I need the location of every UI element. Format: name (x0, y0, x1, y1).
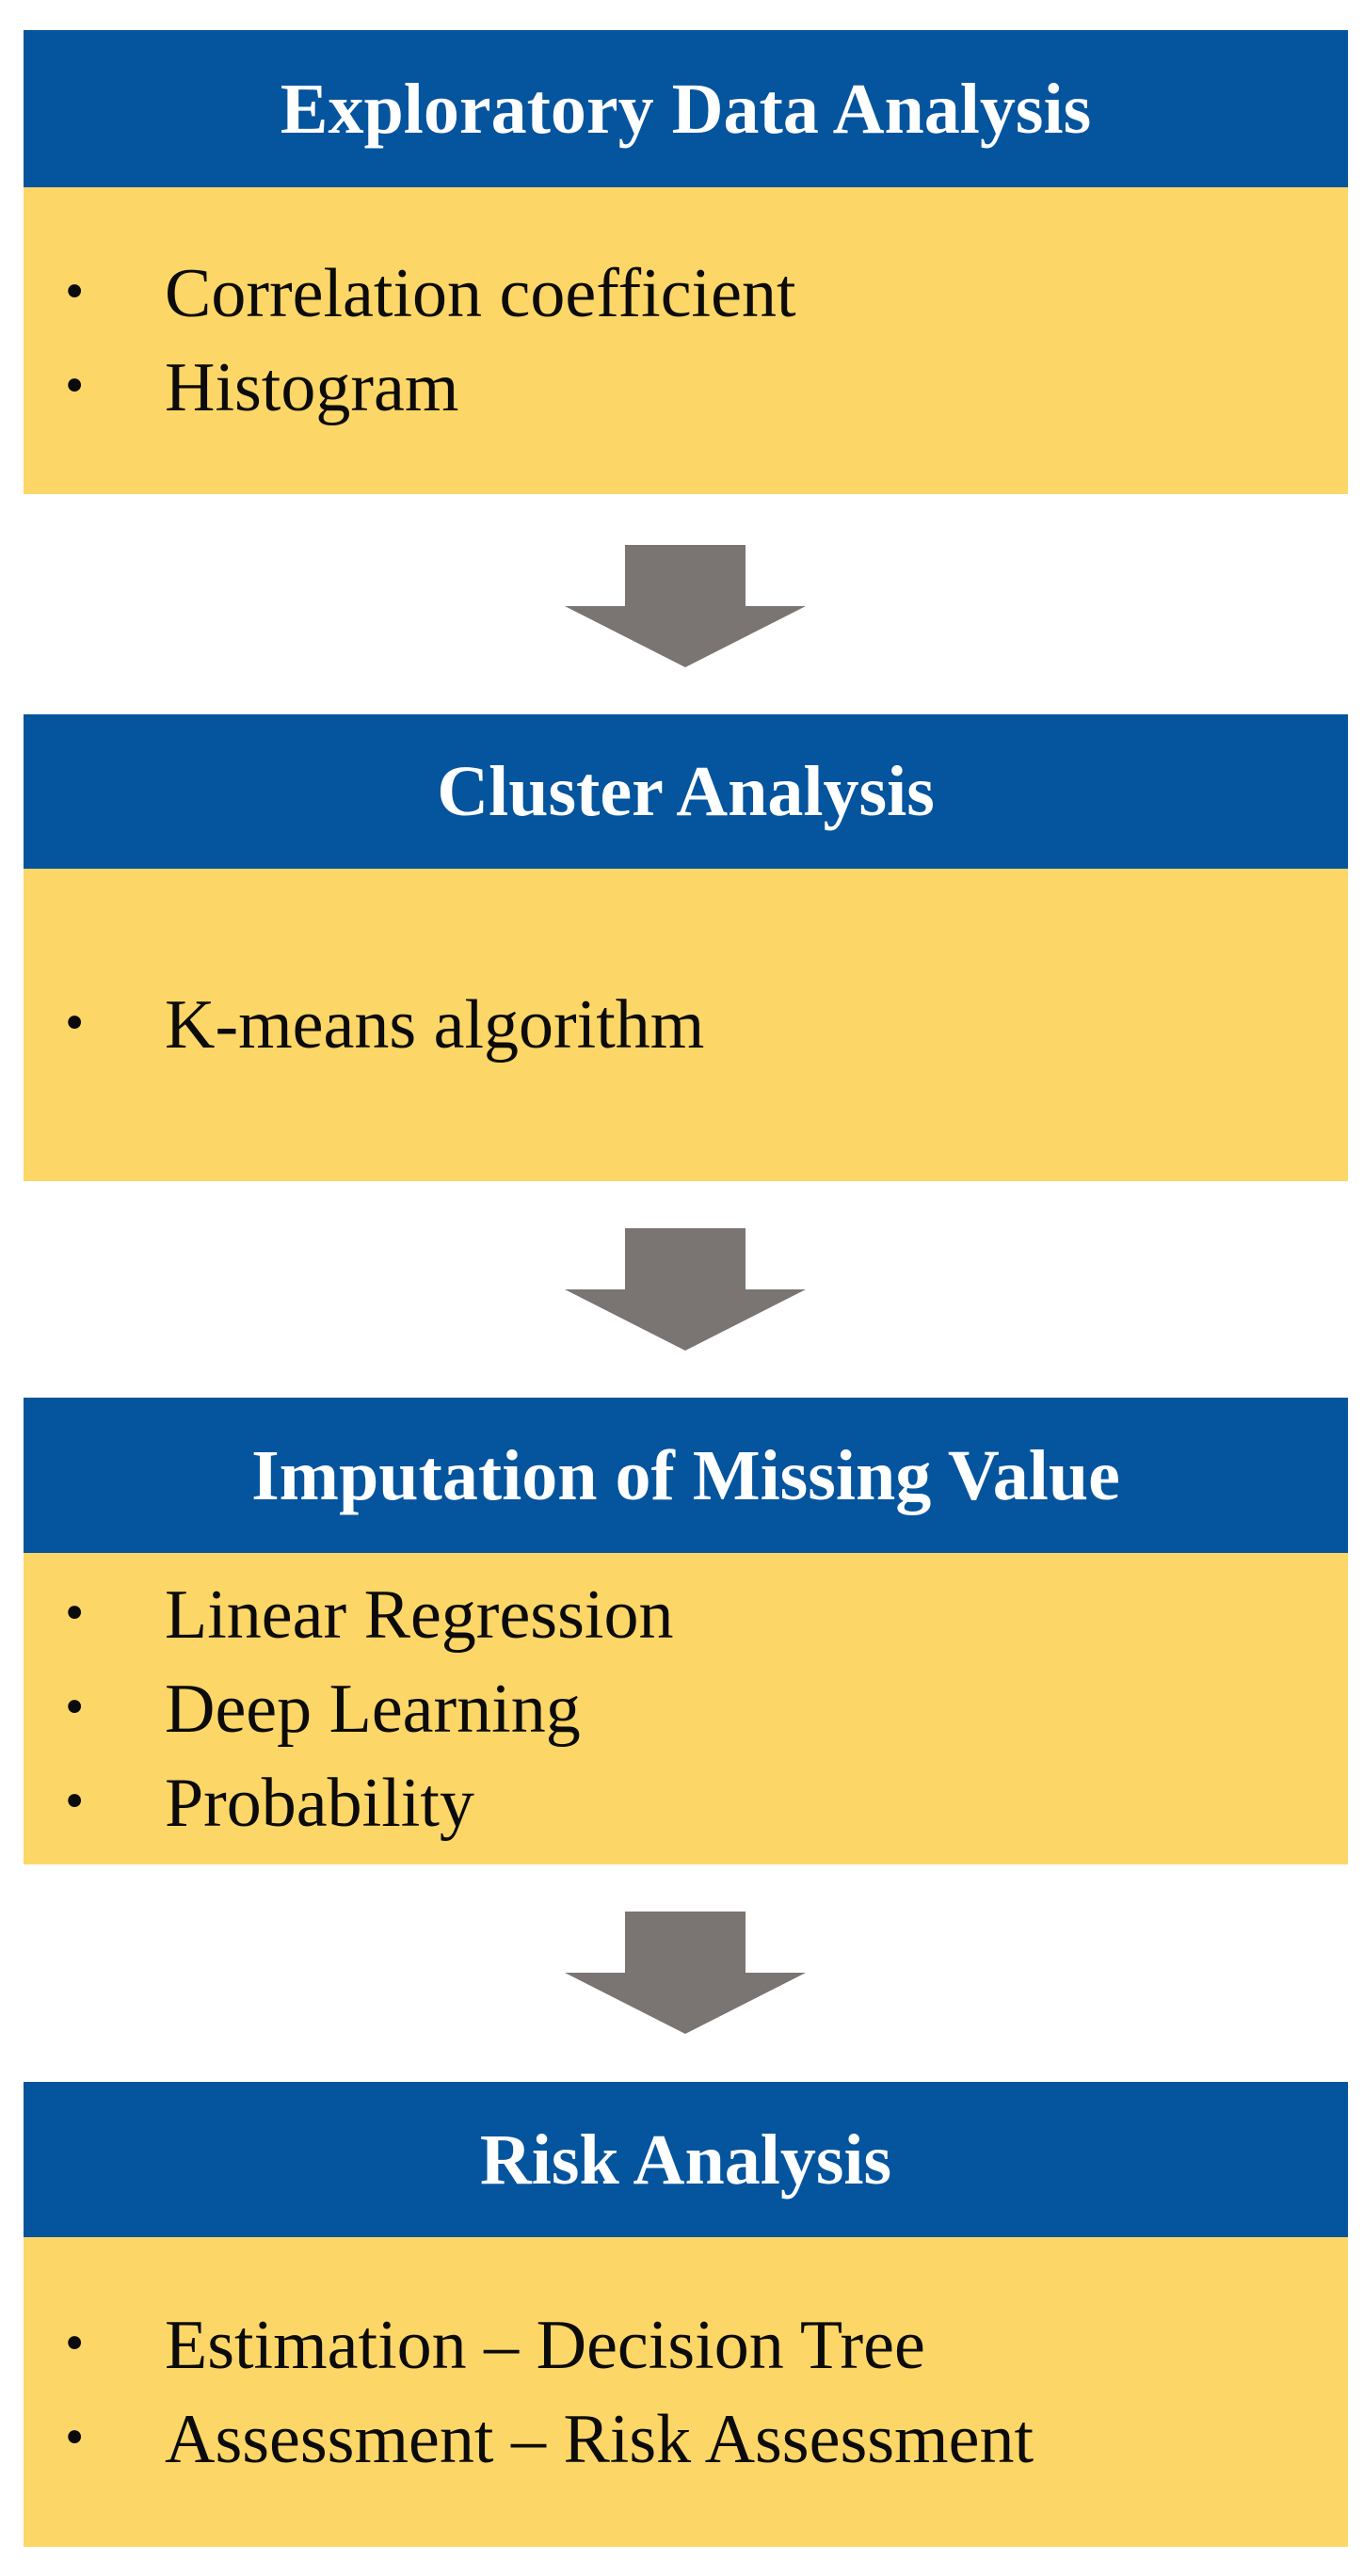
list-item: • Histogram (24, 341, 1348, 435)
stage-title: Imputation of Missing Value (251, 1435, 1120, 1515)
bullet-text: Correlation coefficient (165, 255, 796, 332)
stage-header: Cluster Analysis (24, 714, 1348, 869)
stage-box-risk-analysis: Risk Analysis • Estimation – Decision Tr… (24, 2082, 1348, 2547)
list-item: • Correlation coefficient (24, 247, 1348, 341)
bullet-icon: • (65, 1769, 85, 1832)
stage-header: Risk Analysis (24, 2082, 1348, 2237)
stage-box-cluster-analysis: Cluster Analysis • K-means algorithm (24, 714, 1348, 1181)
stage-box-exploratory-data-analysis: Exploratory Data Analysis • Correlation … (24, 30, 1348, 494)
bullet-text: Assessment – Risk Assessment (165, 2400, 1034, 2478)
bullet-icon: • (65, 260, 85, 322)
bullet-icon: • (65, 354, 85, 416)
bullet-list: • Linear Regression • Deep Learning • Pr… (24, 1568, 1348, 1850)
stage-body: • Estimation – Decision Tree • Assessmen… (24, 2237, 1348, 2547)
stage-header: Exploratory Data Analysis (24, 30, 1348, 187)
bullet-text: Histogram (165, 349, 459, 426)
list-item: • K-means algorithm (24, 978, 1348, 1072)
bullet-list: • Correlation coefficient • Histogram (24, 247, 1348, 435)
stage-title: Cluster Analysis (437, 752, 935, 831)
list-item: • Estimation – Decision Tree (24, 2298, 1348, 2392)
list-item: • Linear Regression (24, 1568, 1348, 1662)
bullet-icon: • (65, 2406, 85, 2468)
bullet-icon: • (65, 1581, 85, 1643)
bullet-icon: • (65, 2312, 85, 2374)
list-item: • Deep Learning (24, 1662, 1348, 1756)
list-item: • Assessment – Risk Assessment (24, 2392, 1348, 2487)
list-item: • Probability (24, 1756, 1348, 1850)
bullet-text: Estimation – Decision Tree (165, 2306, 925, 2384)
stage-header: Imputation of Missing Value (24, 1398, 1348, 1553)
down-arrow-icon (565, 545, 806, 667)
bullet-list: • K-means algorithm (24, 978, 1348, 1072)
bullet-text: Deep Learning (165, 1670, 581, 1748)
stage-body: • Correlation coefficient • Histogram (24, 187, 1348, 494)
down-arrow-icon (565, 1912, 806, 2034)
bullet-text: Linear Regression (165, 1576, 674, 1654)
bullet-list: • Estimation – Decision Tree • Assessmen… (24, 2298, 1348, 2487)
stage-box-imputation-of-missing-value: Imputation of Missing Value • Linear Reg… (24, 1398, 1348, 1864)
down-arrow-icon (565, 1228, 806, 1351)
stage-title: Risk Analysis (479, 2120, 892, 2200)
stage-body: • K-means algorithm (24, 869, 1348, 1181)
stage-title: Exploratory Data Analysis (280, 69, 1092, 149)
bullet-icon: • (65, 1675, 85, 1737)
bullet-icon: • (65, 991, 85, 1053)
bullet-text: K-means algorithm (165, 986, 705, 1064)
stage-body: • Linear Regression • Deep Learning • Pr… (24, 1553, 1348, 1864)
bullet-text: Probability (165, 1764, 474, 1842)
